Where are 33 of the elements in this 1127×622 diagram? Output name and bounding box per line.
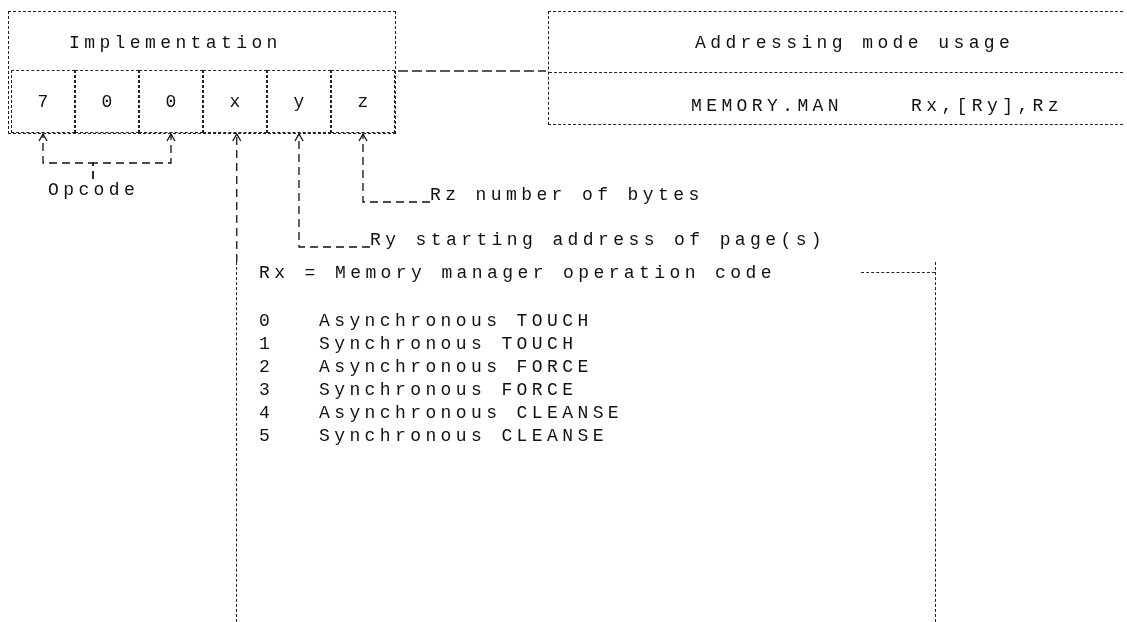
operation-name: Synchronous TOUCH: [319, 333, 578, 355]
code-number: 4: [259, 402, 275, 424]
instruction-format-box: [8, 11, 396, 134]
operand-list: Rx,[Ry],Rz: [911, 95, 1064, 117]
code-number: 3: [259, 379, 275, 401]
mnemonic: MEMORY.MAN: [691, 95, 844, 117]
leader-line: [358, 133, 431, 203]
instruction-field: 0: [75, 70, 139, 133]
leader-line: [92, 133, 176, 180]
operation-name: Asynchronous FORCE: [319, 356, 593, 378]
operation-name: Synchronous CLEANSE: [319, 425, 608, 447]
field-heading: Implementation: [69, 32, 282, 54]
leader-line: [294, 133, 371, 248]
instruction-field: y: [267, 70, 331, 133]
code-number: 0: [259, 310, 275, 332]
table-heading: Rx = Memory manager operation code: [259, 262, 776, 284]
callout-text: Opcode: [48, 179, 140, 201]
instruction-field: 0: [139, 70, 203, 133]
operation-name: Asynchronous CLEANSE: [319, 402, 624, 424]
callout-text: Ry starting address of page(s): [370, 229, 827, 251]
operation-name: Asynchronous TOUCH: [319, 310, 593, 332]
operation-name: Synchronous FORCE: [319, 379, 578, 401]
instruction-field: z: [331, 70, 395, 133]
table-heading: Addressing mode usage: [695, 32, 1015, 54]
addressing-mode-box: [548, 11, 1123, 125]
instruction-field: 7: [11, 70, 75, 133]
instruction-field: x: [203, 70, 267, 133]
code-number: 5: [259, 425, 275, 447]
code-table-frame: [236, 262, 936, 622]
code-number: 1: [259, 333, 275, 355]
callout-text: Rz number of bytes: [430, 184, 704, 206]
code-number: 2: [259, 356, 275, 378]
leader-line: [232, 133, 242, 263]
